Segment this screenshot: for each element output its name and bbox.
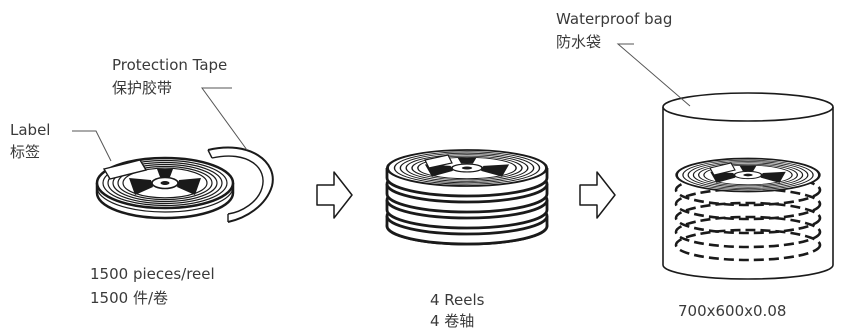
waterproof-bag-icon <box>662 92 834 280</box>
label-leader-line <box>72 130 112 162</box>
reel-quantity-text-cn: 1500 件/卷 <box>90 289 168 307</box>
reel-icon <box>95 156 235 220</box>
arrow-right-icon <box>316 171 353 219</box>
label-text-cn: 标签 <box>10 143 41 161</box>
reel-quantity-text-en: 1500 pieces/reel <box>90 265 215 283</box>
arrow-right-icon <box>579 171 616 219</box>
protection-tape-text-cn: 保护胶带 <box>112 79 173 97</box>
bag-text-en: Waterproof bag <box>556 10 673 28</box>
stacked-reels-icon <box>385 148 549 246</box>
protection-tape-leader-line <box>201 87 248 151</box>
protection-tape-text-en: Protection Tape <box>112 56 228 74</box>
bag-text-cn: 防水袋 <box>556 33 602 51</box>
label-text-en: Label <box>10 121 51 139</box>
stack-count-text-cn: 4 卷轴 <box>430 312 475 330</box>
stack-count-text-en: 4 Reels <box>430 291 485 309</box>
bag-size-text: 700x600x0.08 <box>678 302 787 320</box>
protection-tape-icon <box>207 146 274 223</box>
bag-leader-line <box>616 43 691 107</box>
